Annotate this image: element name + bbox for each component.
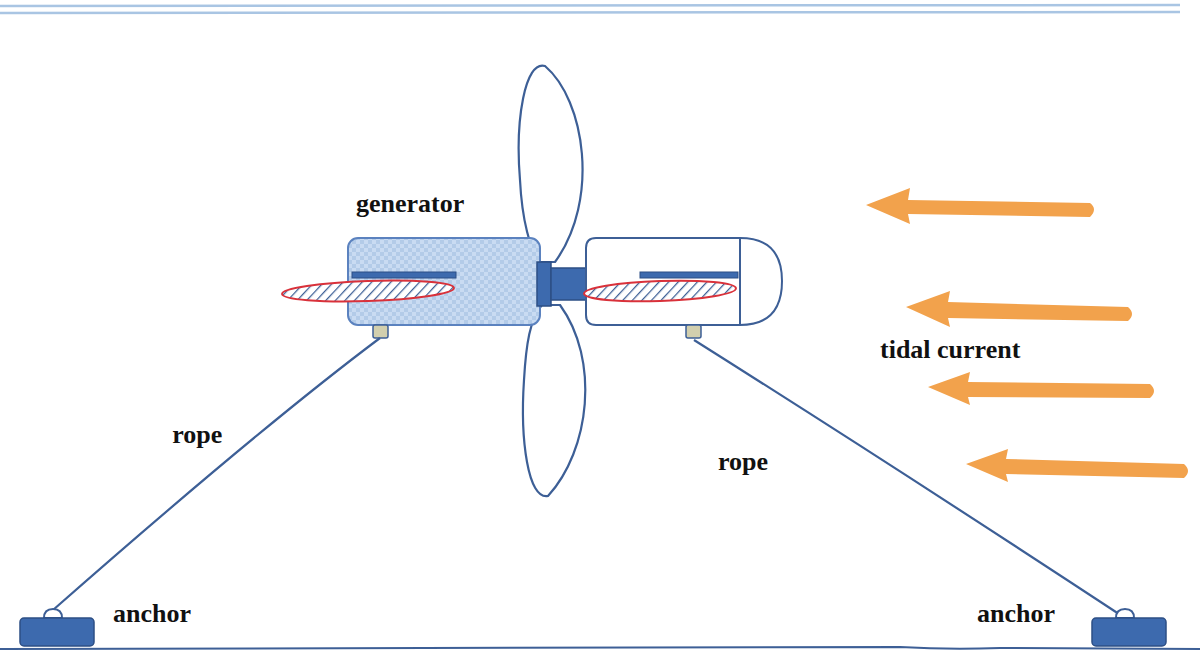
fin-bar bbox=[352, 272, 456, 278]
rope-connector bbox=[373, 325, 388, 338]
sea-bed bbox=[0, 647, 1200, 649]
propeller-blade bbox=[519, 66, 583, 262]
water-surface bbox=[0, 5, 1180, 6]
part-label: anchor bbox=[977, 598, 1055, 629]
edge-label: rope bbox=[172, 419, 222, 450]
generator-node: generator bbox=[348, 188, 540, 325]
part-label: anchor bbox=[113, 598, 191, 629]
water-surface bbox=[0, 12, 1180, 13]
shaft bbox=[537, 262, 551, 306]
text-label: rope bbox=[718, 446, 768, 477]
rope-line bbox=[694, 340, 1122, 616]
part-label: generator bbox=[356, 188, 464, 219]
anchor-block bbox=[18, 608, 98, 648]
rope-line bbox=[53, 338, 380, 610]
rope-connector bbox=[686, 325, 701, 338]
current-arrows bbox=[866, 188, 1188, 482]
anchor-node: anchor bbox=[15, 596, 230, 650]
anchor-block bbox=[1090, 608, 1170, 648]
anchor-node: anchor bbox=[972, 596, 1167, 650]
fin-bar bbox=[640, 272, 738, 278]
fin bbox=[282, 278, 455, 304]
propeller-blade bbox=[523, 305, 585, 496]
fin bbox=[584, 278, 737, 303]
text-label: tidal current bbox=[880, 334, 1020, 365]
hub bbox=[551, 268, 587, 300]
